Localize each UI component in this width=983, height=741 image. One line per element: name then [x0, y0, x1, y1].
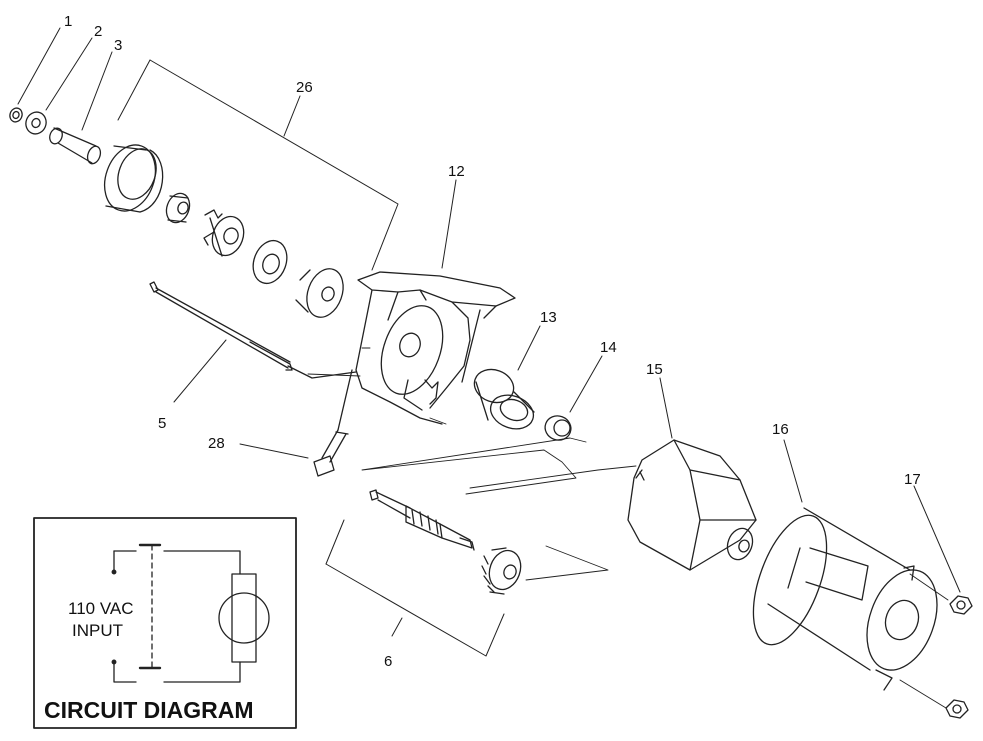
callout-26: 26: [296, 79, 313, 96]
callout-6: 6: [384, 653, 392, 670]
callout-2: 2: [94, 23, 102, 40]
part-26-pinion-gear: [203, 209, 245, 257]
callout-leaders: [17, 27, 961, 657]
part-26-flat-washer: [252, 239, 288, 285]
part-26-small-pulley: [165, 192, 191, 224]
part-2-washer: [25, 111, 47, 135]
callout-12: 12: [448, 163, 465, 180]
callout-14: 14: [600, 339, 617, 356]
callout-15: 15: [646, 361, 663, 378]
part-6-shaft: [369, 489, 475, 551]
callout-16: 16: [772, 421, 789, 438]
part-15-end-housing: [627, 439, 757, 571]
part-16-motor: [752, 507, 938, 691]
callout-5: 5: [158, 415, 166, 432]
part-26-cup: [103, 144, 164, 213]
circuit-diagram-title: CIRCUIT DIAGRAM: [44, 697, 254, 723]
callout-28: 28: [208, 435, 225, 452]
exploded-routing-lines: [307, 347, 637, 581]
callout-3: 3: [114, 37, 122, 54]
callout-13: 13: [540, 309, 557, 326]
nut-extension-lines: [899, 573, 949, 709]
callout-17: 17: [904, 471, 921, 488]
circuit-diagram: [33, 517, 297, 729]
part-3-sleeve: [49, 127, 102, 165]
part-12-mounting-bracket: [355, 271, 516, 425]
part-13-cover: [473, 368, 535, 430]
part-28-bolt: [313, 369, 353, 477]
part-5-through-bolt: [149, 281, 357, 379]
part-17-nut-bottom: [945, 699, 969, 719]
circuit-input-line1: 110 VAC: [68, 599, 134, 618]
circuit-input-line2: INPUT: [72, 621, 123, 640]
part-1-retaining-ring: [9, 107, 23, 123]
callout-1: 1: [64, 13, 72, 30]
part-17-nut-top: [949, 595, 973, 615]
part-14-bushing: [544, 415, 572, 441]
part-26-hub: [295, 268, 344, 318]
part-6-gear: [481, 547, 522, 595]
